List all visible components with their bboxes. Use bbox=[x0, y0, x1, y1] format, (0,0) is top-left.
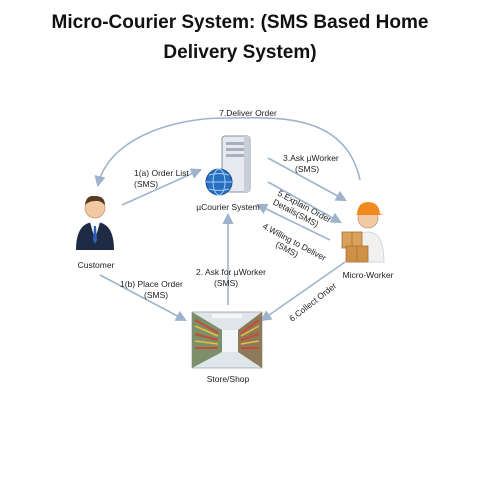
label-ask-worker-1: 3.Ask µWorker bbox=[283, 153, 339, 163]
label-ask-worker-2: (SMS) bbox=[295, 164, 319, 174]
arrow-order-list bbox=[121, 168, 203, 206]
label-willing-group: 4.Willing to Deliver (SMS) bbox=[261, 221, 328, 263]
worker-with-boxes-icon bbox=[341, 202, 385, 263]
label-deliver-order: 7.Deliver Order bbox=[219, 108, 277, 118]
customer-node: Customer bbox=[76, 195, 115, 270]
store-aisle-photo bbox=[191, 311, 263, 369]
server-globe-icon bbox=[205, 135, 251, 196]
store-label: Store/Shop bbox=[207, 374, 250, 384]
server-node: µCourier System bbox=[196, 135, 260, 212]
label-place-order-1: 1(b) Place Order bbox=[120, 279, 183, 289]
label-ask-for-worker-2: (SMS) bbox=[214, 278, 238, 288]
diagram-title: Micro-Courier System: (SMS Based Home De… bbox=[0, 8, 480, 68]
arrow-ask-worker bbox=[267, 157, 347, 202]
label-ask-for-worker-1: 2. Ask for µWorker bbox=[196, 267, 266, 277]
label-order-list-1: 1(a) Order List bbox=[134, 168, 189, 178]
label-collect-order: 6.Collect Order bbox=[287, 280, 338, 323]
arrows bbox=[94, 116, 361, 322]
server-label: µCourier System bbox=[196, 202, 259, 212]
arrow-place-order bbox=[99, 274, 187, 322]
store-node: Store/Shop bbox=[191, 311, 263, 384]
title-line-1: Micro-Courier System: (SMS Based Home bbox=[51, 12, 429, 33]
arrow-explain-order bbox=[267, 181, 342, 224]
arrow-collect-order bbox=[260, 261, 346, 322]
label-place-order-2: (SMS) bbox=[144, 290, 168, 300]
title-line-2: Delivery System) bbox=[163, 42, 317, 63]
worker-node: Micro-Worker bbox=[341, 202, 394, 280]
person-tie-icon bbox=[76, 195, 114, 250]
customer-label: Customer bbox=[78, 260, 115, 270]
arrow-deliver-order bbox=[94, 116, 361, 188]
arrow-willing-deliver bbox=[255, 203, 331, 241]
label-collect-group: 6.Collect Order bbox=[287, 280, 338, 323]
label-order-list-2: (SMS) bbox=[134, 179, 158, 189]
worker-label: Micro-Worker bbox=[343, 270, 394, 280]
